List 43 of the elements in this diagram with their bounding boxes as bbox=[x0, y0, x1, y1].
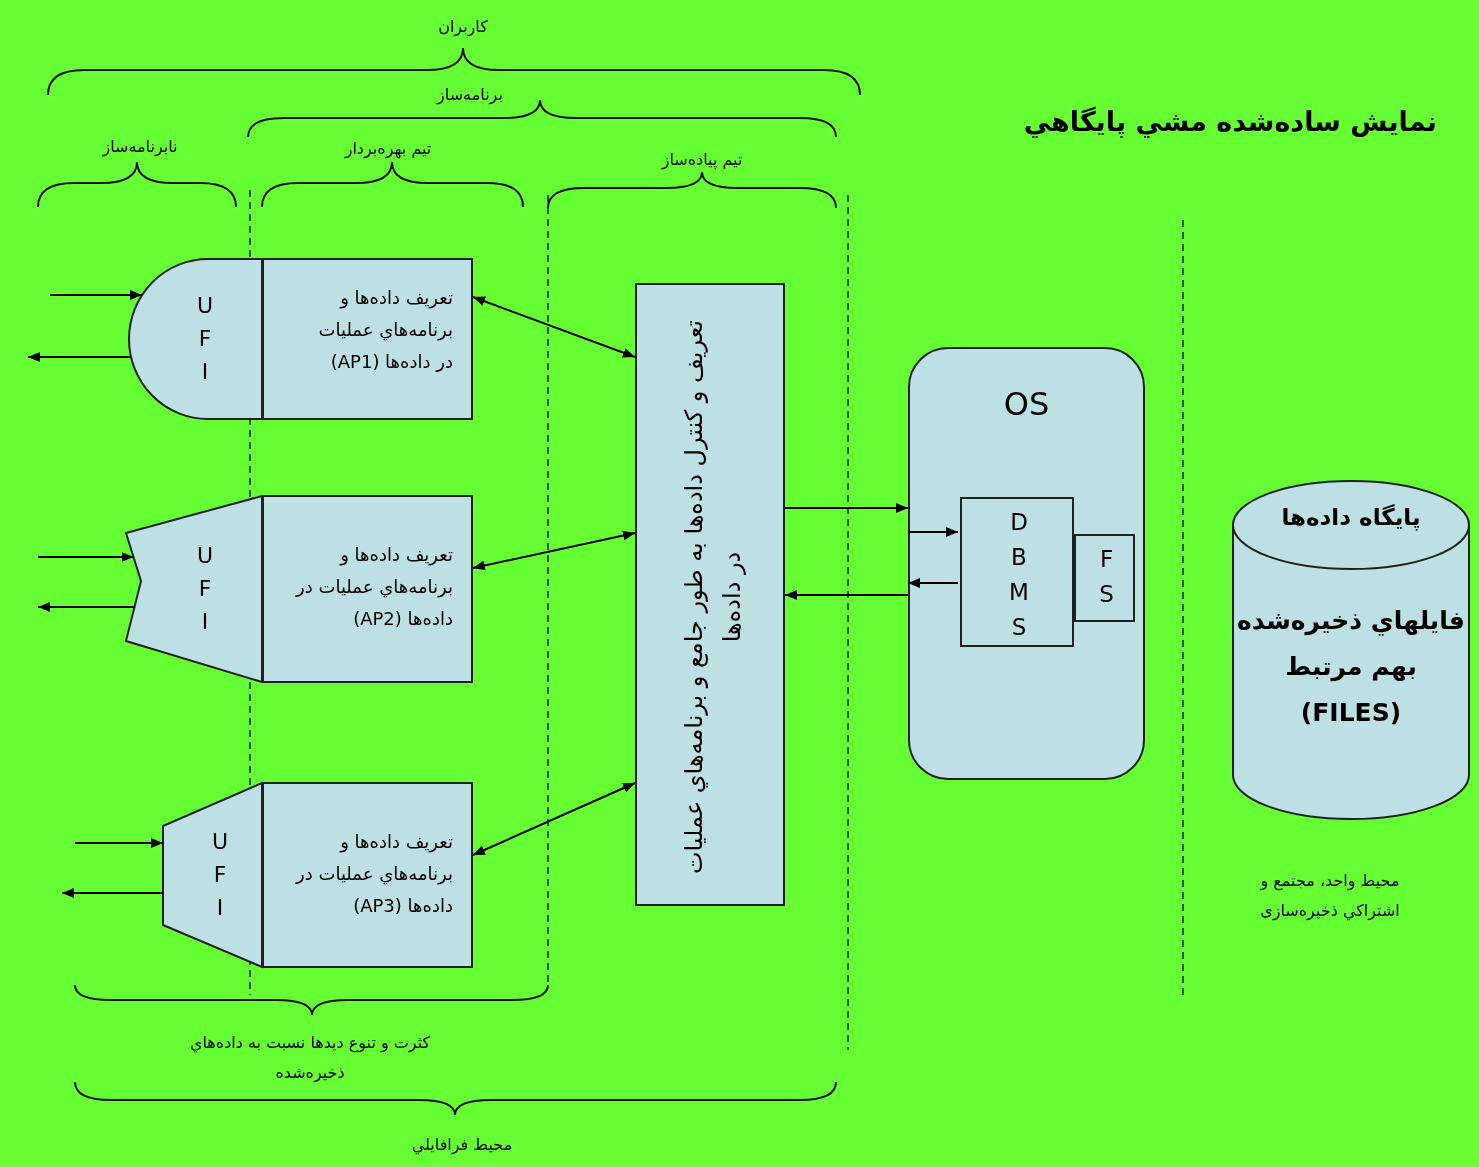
group-label: محیط فرافایلي bbox=[410, 1134, 514, 1157]
arrow bbox=[472, 296, 636, 358]
process-box bbox=[960, 497, 1074, 647]
process-box bbox=[262, 495, 473, 683]
node-text: تعریف داده‌ها و برنامه‌هاي عملیات در داده‌ها (AP3) bbox=[294, 830, 453, 918]
interface-shape bbox=[125, 258, 262, 420]
arrow bbox=[784, 503, 909, 513]
node-text: F S bbox=[1098, 545, 1115, 609]
arrow bbox=[49, 290, 143, 300]
arrow bbox=[472, 782, 636, 856]
node-text: D B M S bbox=[1008, 508, 1030, 642]
node-text: تعریف داده‌ها و برنامه‌هاي عملیات در داده‌ها (AP1) bbox=[317, 286, 453, 374]
node-text: OS bbox=[1002, 385, 1051, 423]
node-text: U F I bbox=[195, 542, 215, 636]
title: نمایش ساده‌شده مشي پایگاهي bbox=[1023, 106, 1437, 137]
system-box bbox=[908, 347, 1145, 780]
arrow bbox=[37, 602, 136, 612]
arrow bbox=[27, 352, 133, 362]
group-label: تیم پیاده‌ساز bbox=[660, 149, 744, 172]
arrow bbox=[784, 590, 909, 600]
node-text: U F I bbox=[210, 828, 230, 922]
process-box bbox=[262, 258, 473, 420]
node-text: U F I bbox=[195, 292, 215, 386]
arrow bbox=[37, 552, 135, 562]
arrow bbox=[472, 530, 636, 571]
arrow bbox=[907, 527, 959, 537]
group-label: محیط واحد، مجتمع و اشتراکي ذخیره‌سازی bbox=[1258, 870, 1401, 923]
process-box bbox=[1074, 534, 1135, 622]
arrow bbox=[61, 888, 164, 898]
database-cylinder bbox=[1232, 480, 1470, 820]
node-text: فایلهاي ذخیره‌شده بهم مرتبط (FILES) bbox=[1236, 605, 1466, 729]
arrow bbox=[74, 838, 164, 848]
group-label: نابرنامه‌ساز bbox=[100, 136, 179, 159]
node-text: پایگاه داده‌ها bbox=[1280, 504, 1422, 530]
group-label: کثرت و تنوع دیدها نسبت به داده‌هاي ذخیره‌شده bbox=[188, 1032, 432, 1084]
node-text: تعریف و کنترل داده‌ها به طور جامع و برنامه‌هاي عملیات در داده‌ها bbox=[678, 318, 747, 876]
group-label: تیم بهره‌بردار bbox=[343, 138, 433, 161]
interface-shape bbox=[125, 495, 262, 683]
group-label: برنامه‌ساز bbox=[435, 84, 504, 107]
group-label: کاربران bbox=[437, 16, 489, 39]
node-text: تعریف داده‌ها و برنامه‌هاي عملیات در داده‌ها (AP2) bbox=[294, 543, 453, 631]
arrow bbox=[907, 578, 959, 588]
process-box bbox=[635, 283, 785, 906]
